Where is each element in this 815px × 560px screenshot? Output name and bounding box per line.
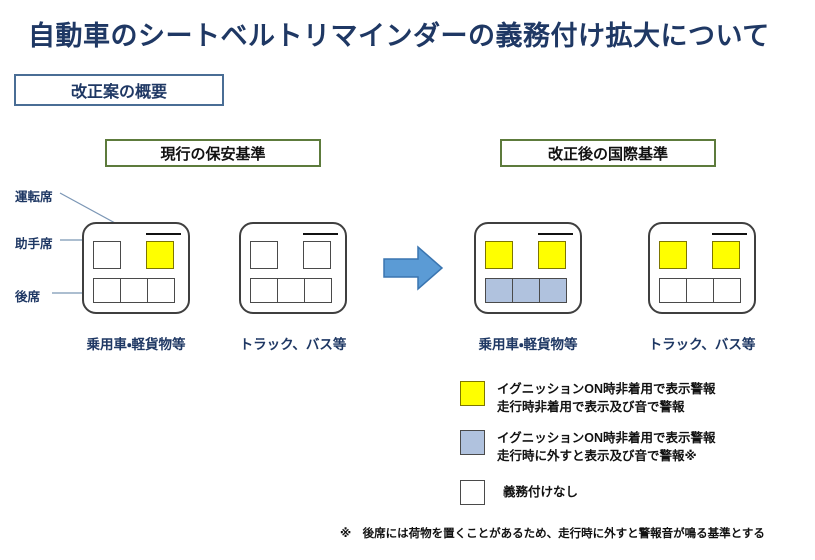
vehicle-caption-current-passenger-car: 乗用車・軽貨物等 bbox=[86, 337, 186, 352]
seat-rear-1 bbox=[93, 278, 121, 303]
legend-line-1: 義務付けなし bbox=[503, 484, 579, 499]
legend-swatch-yellow bbox=[460, 381, 485, 406]
seat-rear-1 bbox=[485, 278, 513, 303]
seat-rear-2 bbox=[512, 278, 540, 303]
seat-rear-3 bbox=[539, 278, 567, 303]
legend-text-white: 義務付けなし bbox=[497, 479, 578, 501]
seat-rear-3 bbox=[304, 278, 332, 303]
panel-header-current-standard: 現行の保安基準 bbox=[105, 139, 321, 167]
legend-swatch-blue bbox=[460, 430, 485, 456]
legend-line-1: イグニッションON時非着用で表示警報 bbox=[497, 382, 716, 396]
seat-front-left bbox=[93, 241, 121, 269]
vehicle-caption-revised-truck-bus: トラック、バス等 bbox=[648, 337, 756, 352]
transition-arrow-icon bbox=[382, 243, 444, 293]
legend-item-blue: イグニッションON時非着用で表示警報 走行時に外すと表示及び音で警報※ bbox=[460, 429, 810, 465]
seat-front-right bbox=[712, 241, 740, 269]
panel-header-revised-standard: 改正後の国際基準 bbox=[500, 139, 716, 167]
seat-rear-1 bbox=[659, 278, 687, 303]
seat-rear-3 bbox=[713, 278, 741, 303]
callout-label-rear-seat: 後席 bbox=[15, 290, 41, 304]
legend-text-yellow: イグニッションON時非着用で表示警報 走行時非着用で表示及び音で警報 bbox=[497, 380, 716, 416]
footnote-text: ※ 後席には荷物を置くことがあるため、走行時に外すと警報音が鳴る基準とする bbox=[340, 528, 765, 540]
seat-front-right bbox=[538, 241, 566, 269]
dashboard-line-icon bbox=[712, 233, 747, 235]
seat-front-left bbox=[485, 241, 513, 269]
vehicle-caption-current-truck-bus: トラック、バス等 bbox=[239, 337, 347, 352]
section-label-box: 改正案の概要 bbox=[14, 74, 224, 106]
legend-line-2: 走行時非着用で表示及び音で警報 bbox=[497, 400, 685, 415]
page-title: 自動車のシートベルトリマインダーの義務付け拡大について bbox=[28, 21, 770, 51]
seat-front-left bbox=[659, 241, 687, 269]
dashboard-line-icon bbox=[538, 233, 573, 235]
vehicle-diagram-current-truck-bus bbox=[239, 222, 347, 314]
seat-rear-1 bbox=[250, 278, 278, 303]
vehicle-diagram-revised-passenger-car bbox=[474, 222, 582, 314]
dashboard-line-icon bbox=[303, 233, 338, 235]
legend-line-2: 走行時に外すと表示及び音で警報※ bbox=[497, 449, 697, 464]
seat-rear-2 bbox=[120, 278, 148, 303]
seat-rear-3 bbox=[147, 278, 175, 303]
seat-front-left bbox=[250, 241, 278, 269]
seat-front-right bbox=[146, 241, 174, 269]
callout-label-driver-seat: 運転席 bbox=[15, 190, 53, 204]
legend-item-yellow: イグニッションON時非着用で表示警報 走行時非着用で表示及び音で警報 bbox=[460, 380, 810, 416]
vehicle-diagram-current-passenger-car bbox=[82, 222, 190, 314]
dashboard-line-icon bbox=[146, 233, 181, 235]
seat-rear-2 bbox=[686, 278, 714, 303]
vehicle-diagram-revised-truck-bus bbox=[648, 222, 756, 314]
vehicle-caption-revised-passenger-car: 乗用車・軽貨物等 bbox=[478, 337, 578, 352]
legend: イグニッションON時非着用で表示警報 走行時非着用で表示及び音で警報 イグニッシ… bbox=[460, 380, 810, 518]
legend-line-1: イグニッションON時非着用で表示警報 bbox=[497, 431, 716, 446]
callout-label-passenger-seat: 助手席 bbox=[15, 237, 53, 251]
legend-swatch-white bbox=[460, 479, 485, 505]
seat-rear-2 bbox=[277, 278, 305, 303]
legend-item-white: 義務付けなし bbox=[460, 479, 810, 505]
seat-front-right bbox=[303, 241, 331, 269]
legend-text-blue: イグニッションON時非着用で表示警報 走行時に外すと表示及び音で警報※ bbox=[497, 429, 716, 465]
